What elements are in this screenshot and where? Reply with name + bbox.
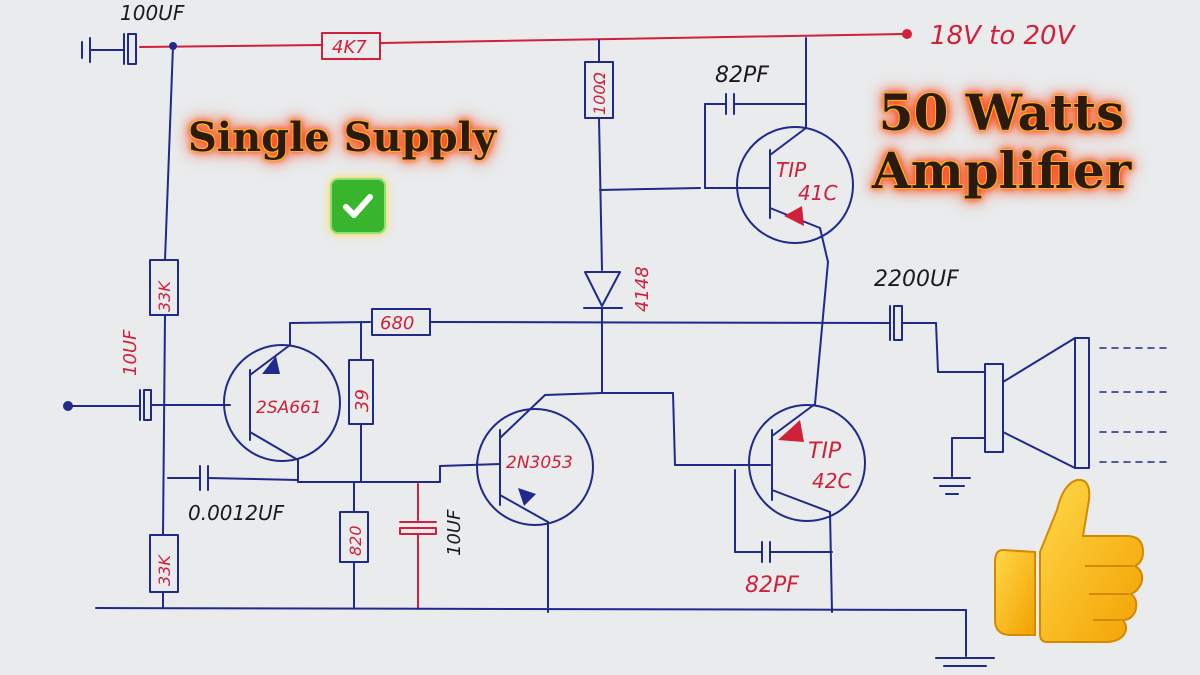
q4-emitter-arrow: [778, 420, 804, 442]
label-filter-cap: 100UF: [120, 1, 185, 25]
transistor-q2: [476, 408, 594, 526]
label-q4-line1: TIP: [808, 439, 842, 464]
label-cap-0012: 0.0012UF: [188, 501, 285, 525]
output-capacitor: [889, 305, 903, 341]
label-resistor-680: 680: [380, 313, 414, 334]
check-mark-icon: [330, 178, 386, 234]
ground-rail: [95, 607, 995, 667]
label-q3-line1: TIP: [776, 158, 807, 182]
capacitor-10uf-bottom: [399, 483, 437, 610]
resistor-33k-top: [149, 259, 179, 316]
label-q2: 2N3053: [506, 453, 573, 473]
label-82pf-bottom: 82PF: [745, 573, 799, 598]
sound-waves: [1099, 347, 1169, 463]
transistor-q3: [736, 126, 854, 244]
input-coupling: [69, 389, 231, 421]
filter-capacitor: [81, 33, 137, 65]
speaker: [901, 322, 1090, 495]
label-resistor-39: 39: [352, 389, 373, 412]
label-q1: 2SA661: [256, 398, 322, 418]
resistor-100: [584, 61, 614, 119]
label-q3-line2: 41C: [798, 181, 837, 205]
label-diode: 4148: [632, 266, 653, 312]
q2-emitter-arrow: [518, 488, 536, 506]
label-supply-voltage: 18V to 20V: [930, 21, 1077, 51]
label-resistor-4k7: 4K7: [332, 37, 367, 58]
label-resistor-33k-top: 33K: [155, 280, 174, 312]
title-50-watts-amplifier: 50 Watts Amplifier: [872, 84, 1131, 200]
label-resistor-33k-bottom: 33K: [155, 554, 174, 586]
bias-network: [162, 42, 177, 608]
label-resistor-100: 100Ω: [590, 71, 609, 115]
supply-rail: [139, 33, 906, 48]
bias-chain: [598, 39, 771, 466]
label-10uf-bottom: 10UF: [444, 509, 465, 556]
title-line-watts: 50 Watts: [878, 83, 1125, 142]
title-line-amplifier: Amplifier: [872, 141, 1132, 200]
q3-emitter-arrow: [784, 206, 804, 226]
transistor-q4: [748, 404, 866, 522]
resistor-4k7: [321, 32, 381, 60]
thumbs-up-icon: [994, 478, 1145, 643]
title-single-supply: Single Supply: [188, 114, 497, 161]
label-input-cap: 10UF: [120, 329, 141, 376]
q1-collector-net: [167, 459, 501, 491]
label-q4-line2: 42C: [812, 469, 851, 493]
label-output-cap: 2200UF: [874, 267, 959, 292]
q1-emitter-arrow: [262, 356, 280, 374]
label-82pf-top: 82PF: [715, 63, 769, 88]
label-resistor-820: 820: [346, 525, 365, 556]
diode-4148: [583, 271, 623, 309]
input-terminal: [63, 401, 73, 411]
resistor-33k-bottom: [149, 534, 179, 593]
transistor-q1: [223, 344, 341, 462]
supply-terminal: [902, 29, 912, 39]
